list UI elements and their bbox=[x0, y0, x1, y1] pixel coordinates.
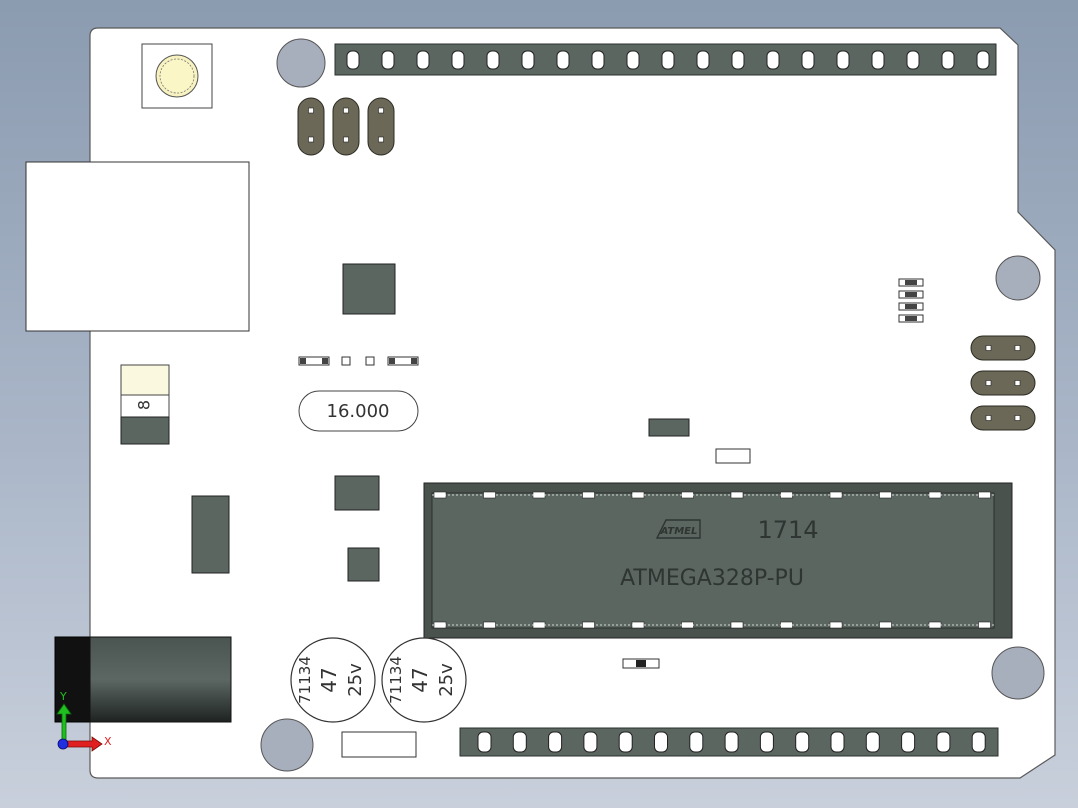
header-pin-hole[interactable] bbox=[801, 50, 815, 70]
header-pin-hole[interactable] bbox=[661, 50, 675, 70]
header-pin-hole[interactable] bbox=[512, 731, 527, 753]
jumper-vertical[interactable] bbox=[297, 97, 325, 156]
jumper-horizontal[interactable] bbox=[970, 335, 1036, 361]
y-axis-arrow bbox=[56, 703, 72, 743]
header-pin-hole[interactable] bbox=[865, 731, 880, 753]
capacitor-1-value: 47 bbox=[317, 667, 341, 692]
header-pin-hole[interactable] bbox=[521, 50, 535, 70]
header-pin-hole[interactable] bbox=[830, 731, 845, 753]
atmel-logo: ATMEL bbox=[655, 519, 701, 539]
mounting-hole-top-left bbox=[276, 38, 326, 88]
mounting-hole-bottom-left bbox=[260, 718, 314, 772]
usb-interface-chip bbox=[342, 263, 396, 315]
header-pin-hole[interactable] bbox=[689, 731, 704, 753]
header-pin-hole[interactable] bbox=[548, 731, 563, 753]
voltage-regulator-small bbox=[334, 475, 380, 511]
analog-pin-holes bbox=[477, 731, 986, 753]
header-pin-hole[interactable] bbox=[696, 50, 710, 70]
jumper-vertical[interactable] bbox=[367, 97, 395, 156]
header-pin-hole[interactable] bbox=[971, 731, 986, 753]
header-pin-hole[interactable] bbox=[451, 50, 465, 70]
header-pin-hole[interactable] bbox=[381, 50, 395, 70]
header-pin-hole[interactable] bbox=[795, 731, 810, 753]
header-pin-hole[interactable] bbox=[766, 50, 780, 70]
mcu-pins bbox=[432, 491, 994, 629]
resistor-network bbox=[898, 278, 924, 323]
smd-component-b bbox=[715, 448, 751, 464]
y-axis-label: Y bbox=[59, 690, 67, 703]
crystal-oscillator: 16.000 bbox=[298, 390, 419, 432]
voltage-regulator bbox=[191, 495, 230, 574]
header-pin-hole[interactable] bbox=[583, 731, 598, 753]
fuse-marking: 8 bbox=[135, 400, 154, 410]
header-pin-hole[interactable] bbox=[871, 50, 885, 70]
jumper-horizontal[interactable] bbox=[970, 370, 1036, 396]
header-pin-hole[interactable] bbox=[486, 50, 500, 70]
header-pin-hole[interactable] bbox=[976, 50, 990, 70]
capacitor-1-voltage: 25v bbox=[345, 663, 366, 697]
capacitor-2: 71134 47 25v bbox=[381, 637, 467, 723]
header-pin-hole[interactable] bbox=[556, 50, 570, 70]
coordinate-triad: Y X bbox=[56, 690, 112, 752]
smd-component-a bbox=[648, 418, 690, 437]
header-pin-hole[interactable] bbox=[618, 731, 633, 753]
x-axis-arrow bbox=[63, 736, 103, 752]
jumper-horizontal[interactable] bbox=[970, 405, 1036, 431]
capacitor-2-voltage: 25v bbox=[436, 663, 457, 697]
jumper-vertical[interactable] bbox=[332, 97, 360, 156]
icsp-jumpers-right[interactable] bbox=[970, 335, 1036, 431]
atmega-chip[interactable]: ATMEL 1714 ATMEGA328P-PU bbox=[423, 482, 1013, 639]
smd-components-row bbox=[298, 356, 419, 366]
capacitor-2-code: 71134 bbox=[387, 656, 405, 704]
header-pin-hole[interactable] bbox=[626, 50, 640, 70]
header-pin-hole[interactable] bbox=[941, 50, 955, 70]
header-pin-hole[interactable] bbox=[901, 731, 916, 753]
header-pin-hole[interactable] bbox=[836, 50, 850, 70]
digital-pin-header[interactable] bbox=[334, 43, 997, 76]
atmel-logo-text: ATMEL bbox=[660, 526, 698, 537]
header-pin-hole[interactable] bbox=[477, 731, 492, 753]
digital-pin-holes bbox=[346, 50, 990, 70]
reset-button[interactable] bbox=[141, 43, 213, 109]
header-pin-hole[interactable] bbox=[906, 50, 920, 70]
capacitor-1-code: 71134 bbox=[296, 656, 314, 704]
smd-component-d bbox=[341, 731, 417, 758]
polyfuse: 8 bbox=[120, 364, 170, 445]
mcu-part-number: ATMEGA328P-PU bbox=[620, 566, 804, 591]
header-pin-hole[interactable] bbox=[724, 731, 739, 753]
header-pin-hole[interactable] bbox=[654, 731, 668, 753]
header-pin-hole[interactable] bbox=[591, 50, 605, 70]
header-pin-hole[interactable] bbox=[346, 50, 360, 70]
mounting-hole-right-lower bbox=[991, 646, 1045, 700]
capacitor-2-value: 47 bbox=[408, 667, 432, 692]
x-axis-label: X bbox=[104, 735, 112, 748]
pcb-board[interactable] bbox=[89, 27, 1056, 779]
crystal-label: 16.000 bbox=[327, 401, 390, 422]
capacitor-1: 71134 47 25v bbox=[290, 637, 376, 723]
header-pin-hole[interactable] bbox=[759, 731, 774, 753]
z-axis-marker bbox=[57, 738, 69, 750]
smd-component-c bbox=[347, 547, 380, 582]
dc-power-jack[interactable] bbox=[54, 636, 232, 723]
icsp-jumpers-top[interactable] bbox=[297, 97, 395, 156]
header-pin-hole[interactable] bbox=[936, 731, 951, 753]
header-pin-hole[interactable] bbox=[416, 50, 430, 70]
analog-power-pin-header[interactable] bbox=[459, 727, 999, 757]
header-pin-hole[interactable] bbox=[731, 50, 745, 70]
usb-connector[interactable] bbox=[25, 161, 250, 332]
smd-led bbox=[622, 658, 660, 669]
mounting-hole-right-upper bbox=[995, 255, 1041, 301]
mcu-date-code: 1714 bbox=[757, 516, 818, 544]
